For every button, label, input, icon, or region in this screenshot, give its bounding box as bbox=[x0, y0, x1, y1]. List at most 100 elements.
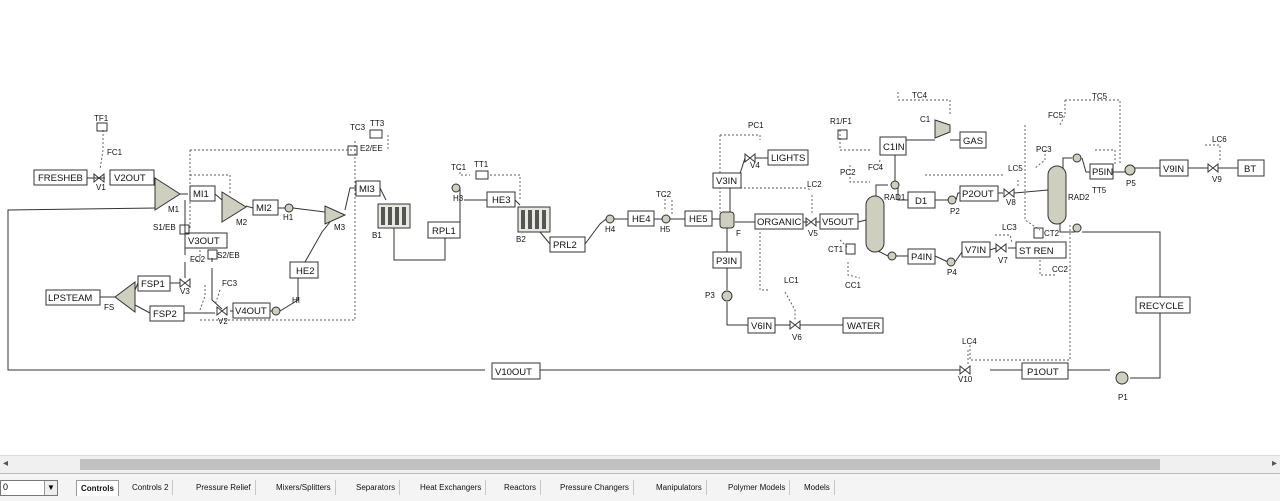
x-block-3-icon[interactable] bbox=[347, 145, 358, 156]
stream-block-bt[interactable]: BT bbox=[1237, 159, 1265, 177]
x-block-4-icon[interactable] bbox=[837, 129, 848, 140]
reactor-b1-icon[interactable] bbox=[377, 203, 411, 229]
pump-p5-icon[interactable] bbox=[1124, 164, 1136, 176]
heater-h5-icon[interactable] bbox=[661, 214, 671, 224]
compressor-c1-icon[interactable] bbox=[934, 119, 951, 139]
stream-block-v2out[interactable]: V2OUT bbox=[109, 169, 155, 186]
x-block-2-icon[interactable] bbox=[207, 249, 218, 260]
stream-block-fsp1[interactable]: FSP1 bbox=[137, 275, 171, 292]
flowsheet-canvas[interactable]: FRESHEB V2OUT MI1 MI2 MI3 V3OUT FSP1 FSP… bbox=[0, 0, 1280, 455]
svg-text:TT1: TT1 bbox=[474, 160, 489, 169]
stream-block-v10out[interactable]: V10OUT bbox=[491, 362, 541, 380]
reactor-b2-icon[interactable] bbox=[517, 206, 551, 233]
stream-block-p5in[interactable]: P5IN bbox=[1089, 163, 1114, 180]
tab-controls-2[interactable]: Controls 2 bbox=[128, 480, 174, 495]
ct1-transmitter-icon[interactable] bbox=[845, 243, 856, 255]
scrollbar-thumb[interactable] bbox=[80, 459, 1160, 470]
tab-pressure-relief[interactable]: Pressure Relief bbox=[192, 480, 256, 495]
tab-models[interactable]: Models bbox=[800, 480, 835, 495]
stream-block-v4out[interactable]: V4OUT bbox=[232, 302, 271, 319]
stream-block-lights[interactable]: LIGHTS bbox=[767, 149, 809, 166]
tab-separators[interactable]: Separators bbox=[352, 480, 401, 495]
pump-p3-icon[interactable] bbox=[721, 290, 733, 302]
mixer-m2-icon[interactable] bbox=[221, 191, 247, 223]
stream-block-c1in[interactable]: C1IN bbox=[879, 136, 907, 156]
flash-f-icon[interactable] bbox=[719, 211, 735, 229]
tab-mixers-splitters[interactable]: Mixers/Splitters bbox=[272, 480, 336, 495]
valve-v6-icon[interactable] bbox=[789, 319, 801, 331]
stream-block-v5out[interactable]: V5OUT bbox=[819, 213, 859, 230]
valve-v4-icon[interactable] bbox=[744, 152, 756, 164]
tab-reactors[interactable]: Reactors bbox=[500, 480, 542, 495]
stream-block-mi2[interactable]: MI2 bbox=[252, 199, 279, 216]
splitter-fs-icon[interactable] bbox=[114, 281, 136, 313]
stream-block-p2out[interactable]: P2OUT bbox=[959, 185, 999, 202]
stream-block-rpl1[interactable]: RPL1 bbox=[427, 221, 461, 239]
pump-rad1-top-icon[interactable] bbox=[890, 180, 900, 190]
stream-block-lpsteam[interactable]: LPSTEAM bbox=[45, 289, 101, 306]
tab-controls[interactable]: Controls bbox=[76, 480, 119, 496]
stream-block-he4[interactable]: HE4 bbox=[627, 210, 655, 227]
ct2-transmitter-icon[interactable] bbox=[1033, 227, 1044, 239]
heater-h3-icon[interactable] bbox=[451, 183, 461, 193]
stream-block-p3in[interactable]: P3IN bbox=[712, 251, 742, 269]
valve-v2-icon[interactable] bbox=[216, 305, 228, 317]
stream-block-mi1[interactable]: MI1 bbox=[189, 185, 216, 202]
stream-block-v9in[interactable]: V9IN bbox=[1159, 159, 1189, 177]
tab-polymer-models[interactable]: Polymer Models bbox=[724, 480, 791, 495]
svg-text:FS: FS bbox=[104, 303, 114, 312]
stream-block-he3[interactable]: HE3 bbox=[486, 191, 516, 208]
scroll-left-icon[interactable]: ◂ bbox=[3, 458, 9, 469]
stream-block-organic[interactable]: ORGANIC bbox=[754, 213, 804, 230]
chevron-down-icon[interactable]: ▼ bbox=[44, 481, 57, 495]
column-rad2-icon[interactable] bbox=[1047, 165, 1067, 225]
stream-block-he2[interactable]: HE2 bbox=[289, 261, 319, 279]
stream-block-v7in[interactable]: V7IN bbox=[961, 241, 991, 258]
tab-pressure-changers[interactable]: Pressure Changers bbox=[556, 480, 634, 495]
stream-block-p1out[interactable]: P1OUT bbox=[1021, 362, 1069, 380]
heater-h4-icon[interactable] bbox=[605, 214, 615, 224]
stream-block-v3out[interactable]: V3OUT bbox=[184, 232, 228, 249]
stream-block-fsp2[interactable]: FSP2 bbox=[149, 305, 185, 322]
x-block-1-icon[interactable] bbox=[179, 224, 190, 235]
stream-block-v6in[interactable]: V6IN bbox=[747, 317, 776, 334]
stream-block-styren[interactable]: ST REN bbox=[1015, 241, 1067, 259]
valve-v9-icon[interactable] bbox=[1207, 162, 1219, 174]
stream-block-v3in[interactable]: V3IN bbox=[712, 172, 742, 189]
valve-v7-icon[interactable] bbox=[995, 242, 1007, 254]
pump-p1-icon[interactable] bbox=[1115, 371, 1129, 385]
pump-p4-icon[interactable] bbox=[946, 257, 956, 267]
tab-manipulators[interactable]: Manipulators bbox=[652, 480, 707, 495]
stream-block-prl2[interactable]: PRL2 bbox=[549, 236, 586, 253]
tt1-transmitter-icon[interactable] bbox=[475, 170, 489, 180]
mixer-m1-icon[interactable] bbox=[154, 177, 181, 211]
heater-hi-icon[interactable] bbox=[271, 306, 281, 316]
column-rad1-icon[interactable] bbox=[865, 195, 885, 253]
stream-block-he5[interactable]: HE5 bbox=[684, 210, 713, 227]
pump-rad1-bot-icon[interactable] bbox=[887, 251, 897, 261]
mixer-m3-icon[interactable] bbox=[324, 205, 347, 225]
pump-p2-icon[interactable] bbox=[947, 195, 957, 205]
stream-block-d1[interactable]: D1 bbox=[907, 191, 936, 209]
valve-v8-icon[interactable] bbox=[1003, 187, 1015, 199]
stream-block-recycle[interactable]: RECYCLE bbox=[1135, 296, 1191, 314]
stream-block-water[interactable]: WATER bbox=[842, 317, 884, 334]
stream-block-fresheb[interactable]: FRESHEB bbox=[33, 169, 88, 186]
valve-v3-icon[interactable] bbox=[179, 277, 191, 289]
stream-block-mi3[interactable]: MI3 bbox=[355, 180, 381, 197]
tab-heat-exchangers[interactable]: Heat Exchangers bbox=[416, 480, 487, 495]
scroll-right-icon[interactable]: ▸ bbox=[1271, 458, 1277, 469]
horizontal-scrollbar[interactable]: ◂ ▸ bbox=[0, 455, 1280, 473]
palette-combo[interactable]: 0 ▼ bbox=[0, 480, 58, 496]
valve-v10-icon[interactable] bbox=[959, 364, 971, 376]
valve-v1-icon[interactable] bbox=[93, 172, 105, 184]
pump-rad2-bot-icon[interactable] bbox=[1072, 223, 1082, 233]
tt3-transmitter-icon[interactable] bbox=[369, 129, 383, 139]
heater-h1-icon[interactable] bbox=[284, 203, 294, 213]
pump-rad2-top-icon[interactable] bbox=[1072, 153, 1082, 163]
svg-text:P2: P2 bbox=[950, 207, 960, 216]
valve-v5-icon[interactable] bbox=[805, 216, 817, 228]
stream-block-gas[interactable]: GAS bbox=[959, 131, 987, 149]
stream-block-p4in[interactable]: P4IN bbox=[907, 248, 936, 265]
tf1-transmitter-icon[interactable] bbox=[96, 122, 108, 132]
